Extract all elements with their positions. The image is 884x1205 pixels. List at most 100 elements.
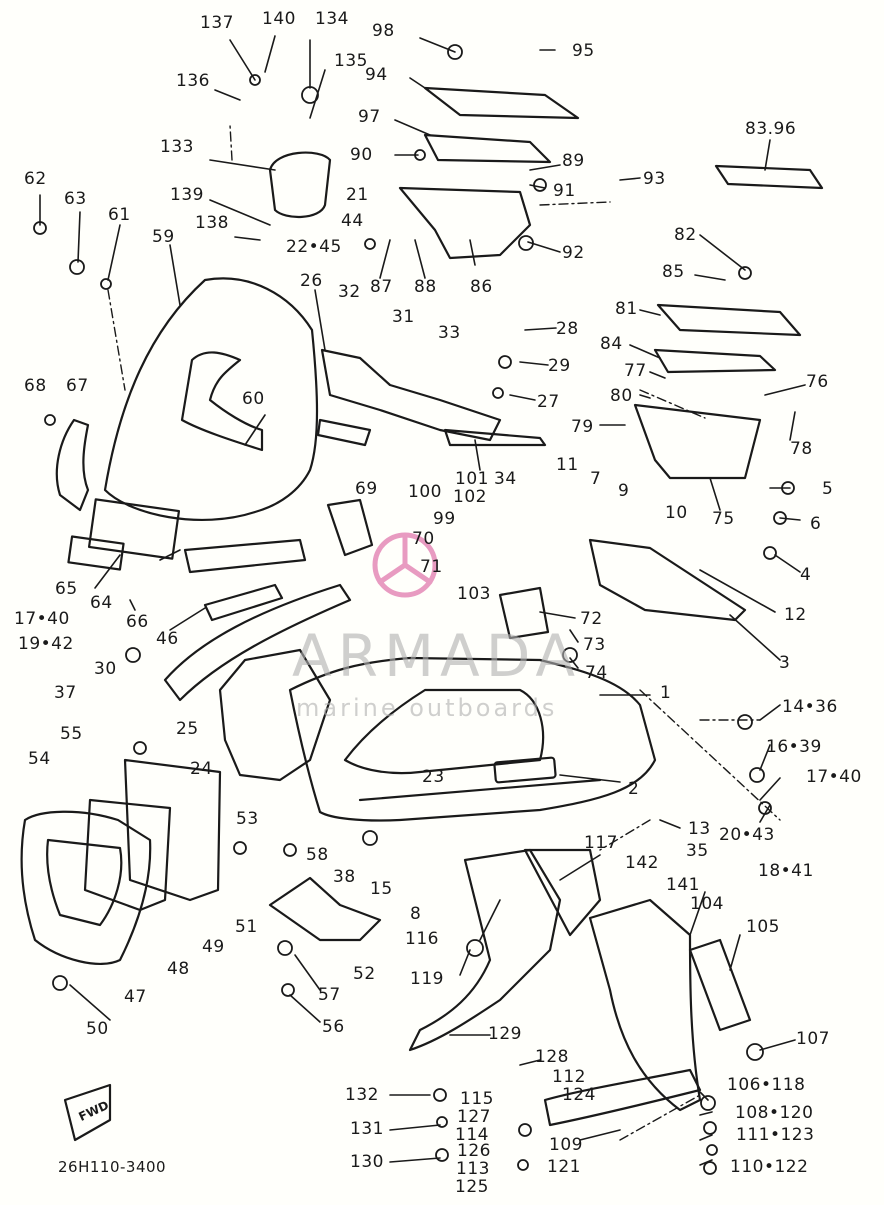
main-cowling-part — [288, 656, 657, 822]
callout-77: 77 — [624, 361, 647, 381]
callout-82: 82 — [674, 225, 697, 245]
callout-74: 74 — [585, 663, 608, 683]
callout-137: 137 — [200, 13, 234, 33]
lower-cowl-part — [408, 848, 702, 1127]
callout-79: 79 — [571, 417, 594, 437]
side-cover-105 — [688, 938, 752, 1032]
callout-90: 90 — [350, 145, 373, 165]
mirror-stay — [55, 418, 90, 512]
callout-46: 46 — [156, 629, 179, 649]
callout-2: 2 — [628, 779, 640, 799]
callout-138: 138 — [195, 213, 229, 233]
callout-38: 38 — [333, 867, 356, 887]
callout-48: 48 — [167, 959, 190, 979]
callout-9: 9 — [618, 481, 630, 501]
callout-115: 115 — [460, 1089, 494, 1109]
callout-20-43: 20•43 — [719, 825, 775, 845]
right-compartment-part — [633, 303, 802, 480]
callout-17-40-right: 17•40 — [806, 767, 862, 787]
callout-100: 100 — [408, 482, 442, 502]
callout-24: 24 — [190, 759, 213, 779]
callout-23: 23 — [422, 767, 445, 787]
callout-67: 67 — [66, 376, 89, 396]
callout-69: 69 — [355, 479, 378, 499]
callout-125: 125 — [455, 1177, 489, 1197]
callout-128: 128 — [535, 1047, 569, 1067]
callout-32: 32 — [338, 282, 361, 302]
callout-117: 117 — [584, 833, 618, 853]
callout-17-40-left: 17•40 — [14, 609, 70, 629]
callout-35: 35 — [686, 841, 709, 861]
callout-61: 61 — [108, 205, 131, 225]
callout-71: 71 — [420, 557, 443, 577]
callout-59: 59 — [152, 227, 175, 247]
callout-88: 88 — [414, 277, 437, 297]
callout-84: 84 — [600, 334, 623, 354]
callout-108-120: 108•120 — [735, 1103, 814, 1123]
callout-134: 134 — [315, 9, 349, 29]
side-panel — [218, 648, 332, 782]
callout-140: 140 — [262, 9, 296, 29]
callout-130: 130 — [350, 1152, 384, 1172]
callout-132: 132 — [345, 1085, 379, 1105]
trim-panel — [87, 498, 181, 560]
callout-111-123: 111•123 — [736, 1125, 815, 1145]
mirror-69 — [326, 498, 374, 557]
callout-63: 63 — [64, 189, 87, 209]
callout-109: 109 — [549, 1135, 583, 1155]
mirror-72 — [498, 586, 550, 640]
callout-101: 101 — [455, 469, 489, 489]
callout-29: 29 — [548, 356, 571, 376]
callout-5: 5 — [822, 479, 834, 499]
callout-30: 30 — [94, 659, 117, 679]
callout-19-42: 19•42 — [18, 634, 74, 654]
callout-25: 25 — [176, 719, 199, 739]
callout-81: 81 — [615, 299, 638, 319]
callout-80: 80 — [610, 386, 633, 406]
callout-18-41: 18•41 — [758, 861, 814, 881]
callout-127: 127 — [457, 1107, 491, 1127]
callout-102: 102 — [453, 487, 487, 507]
front-fairing-part — [20, 758, 222, 965]
callout-4: 4 — [800, 565, 812, 585]
callout-15: 15 — [370, 879, 393, 899]
callout-55: 55 — [60, 724, 83, 744]
callout-21: 21 — [346, 185, 369, 205]
callout-12: 12 — [784, 605, 807, 625]
callout-27: 27 — [537, 392, 560, 412]
callout-51: 51 — [235, 917, 258, 937]
inner-panel — [163, 583, 352, 702]
callout-47: 47 — [124, 987, 147, 1007]
callout-135: 135 — [334, 51, 368, 71]
callout-62: 62 — [24, 169, 47, 189]
callout-72: 72 — [580, 609, 603, 629]
callout-89: 89 — [562, 151, 585, 171]
callout-65: 65 — [55, 579, 78, 599]
callout-8: 8 — [410, 904, 422, 924]
callout-70: 70 — [412, 529, 435, 549]
callout-83-96: 83.96 — [745, 119, 797, 139]
callout-57: 57 — [318, 985, 341, 1005]
callout-141: 141 — [666, 875, 700, 895]
callout-14-36: 14•36 — [782, 697, 838, 717]
callout-113: 113 — [456, 1159, 490, 1179]
lower-trim — [183, 538, 307, 574]
callout-94: 94 — [365, 65, 388, 85]
callout-112: 112 — [552, 1067, 586, 1087]
callout-95: 95 — [572, 41, 595, 61]
drawing-code: 26H110-3400 — [58, 1158, 167, 1176]
callout-54: 54 — [28, 749, 51, 769]
callout-129: 129 — [488, 1024, 522, 1044]
callout-28: 28 — [556, 319, 579, 339]
callout-136: 136 — [176, 71, 210, 91]
callout-119: 119 — [410, 969, 444, 989]
callout-97: 97 — [358, 107, 381, 127]
strip-46 — [203, 583, 284, 622]
callout-60: 60 — [242, 389, 265, 409]
watermark-brand: ARMADA — [292, 622, 582, 690]
callout-53: 53 — [236, 809, 259, 829]
callout-106-118: 106•118 — [727, 1075, 806, 1095]
callout-76: 76 — [806, 372, 829, 392]
reservoir-133 — [268, 151, 332, 219]
